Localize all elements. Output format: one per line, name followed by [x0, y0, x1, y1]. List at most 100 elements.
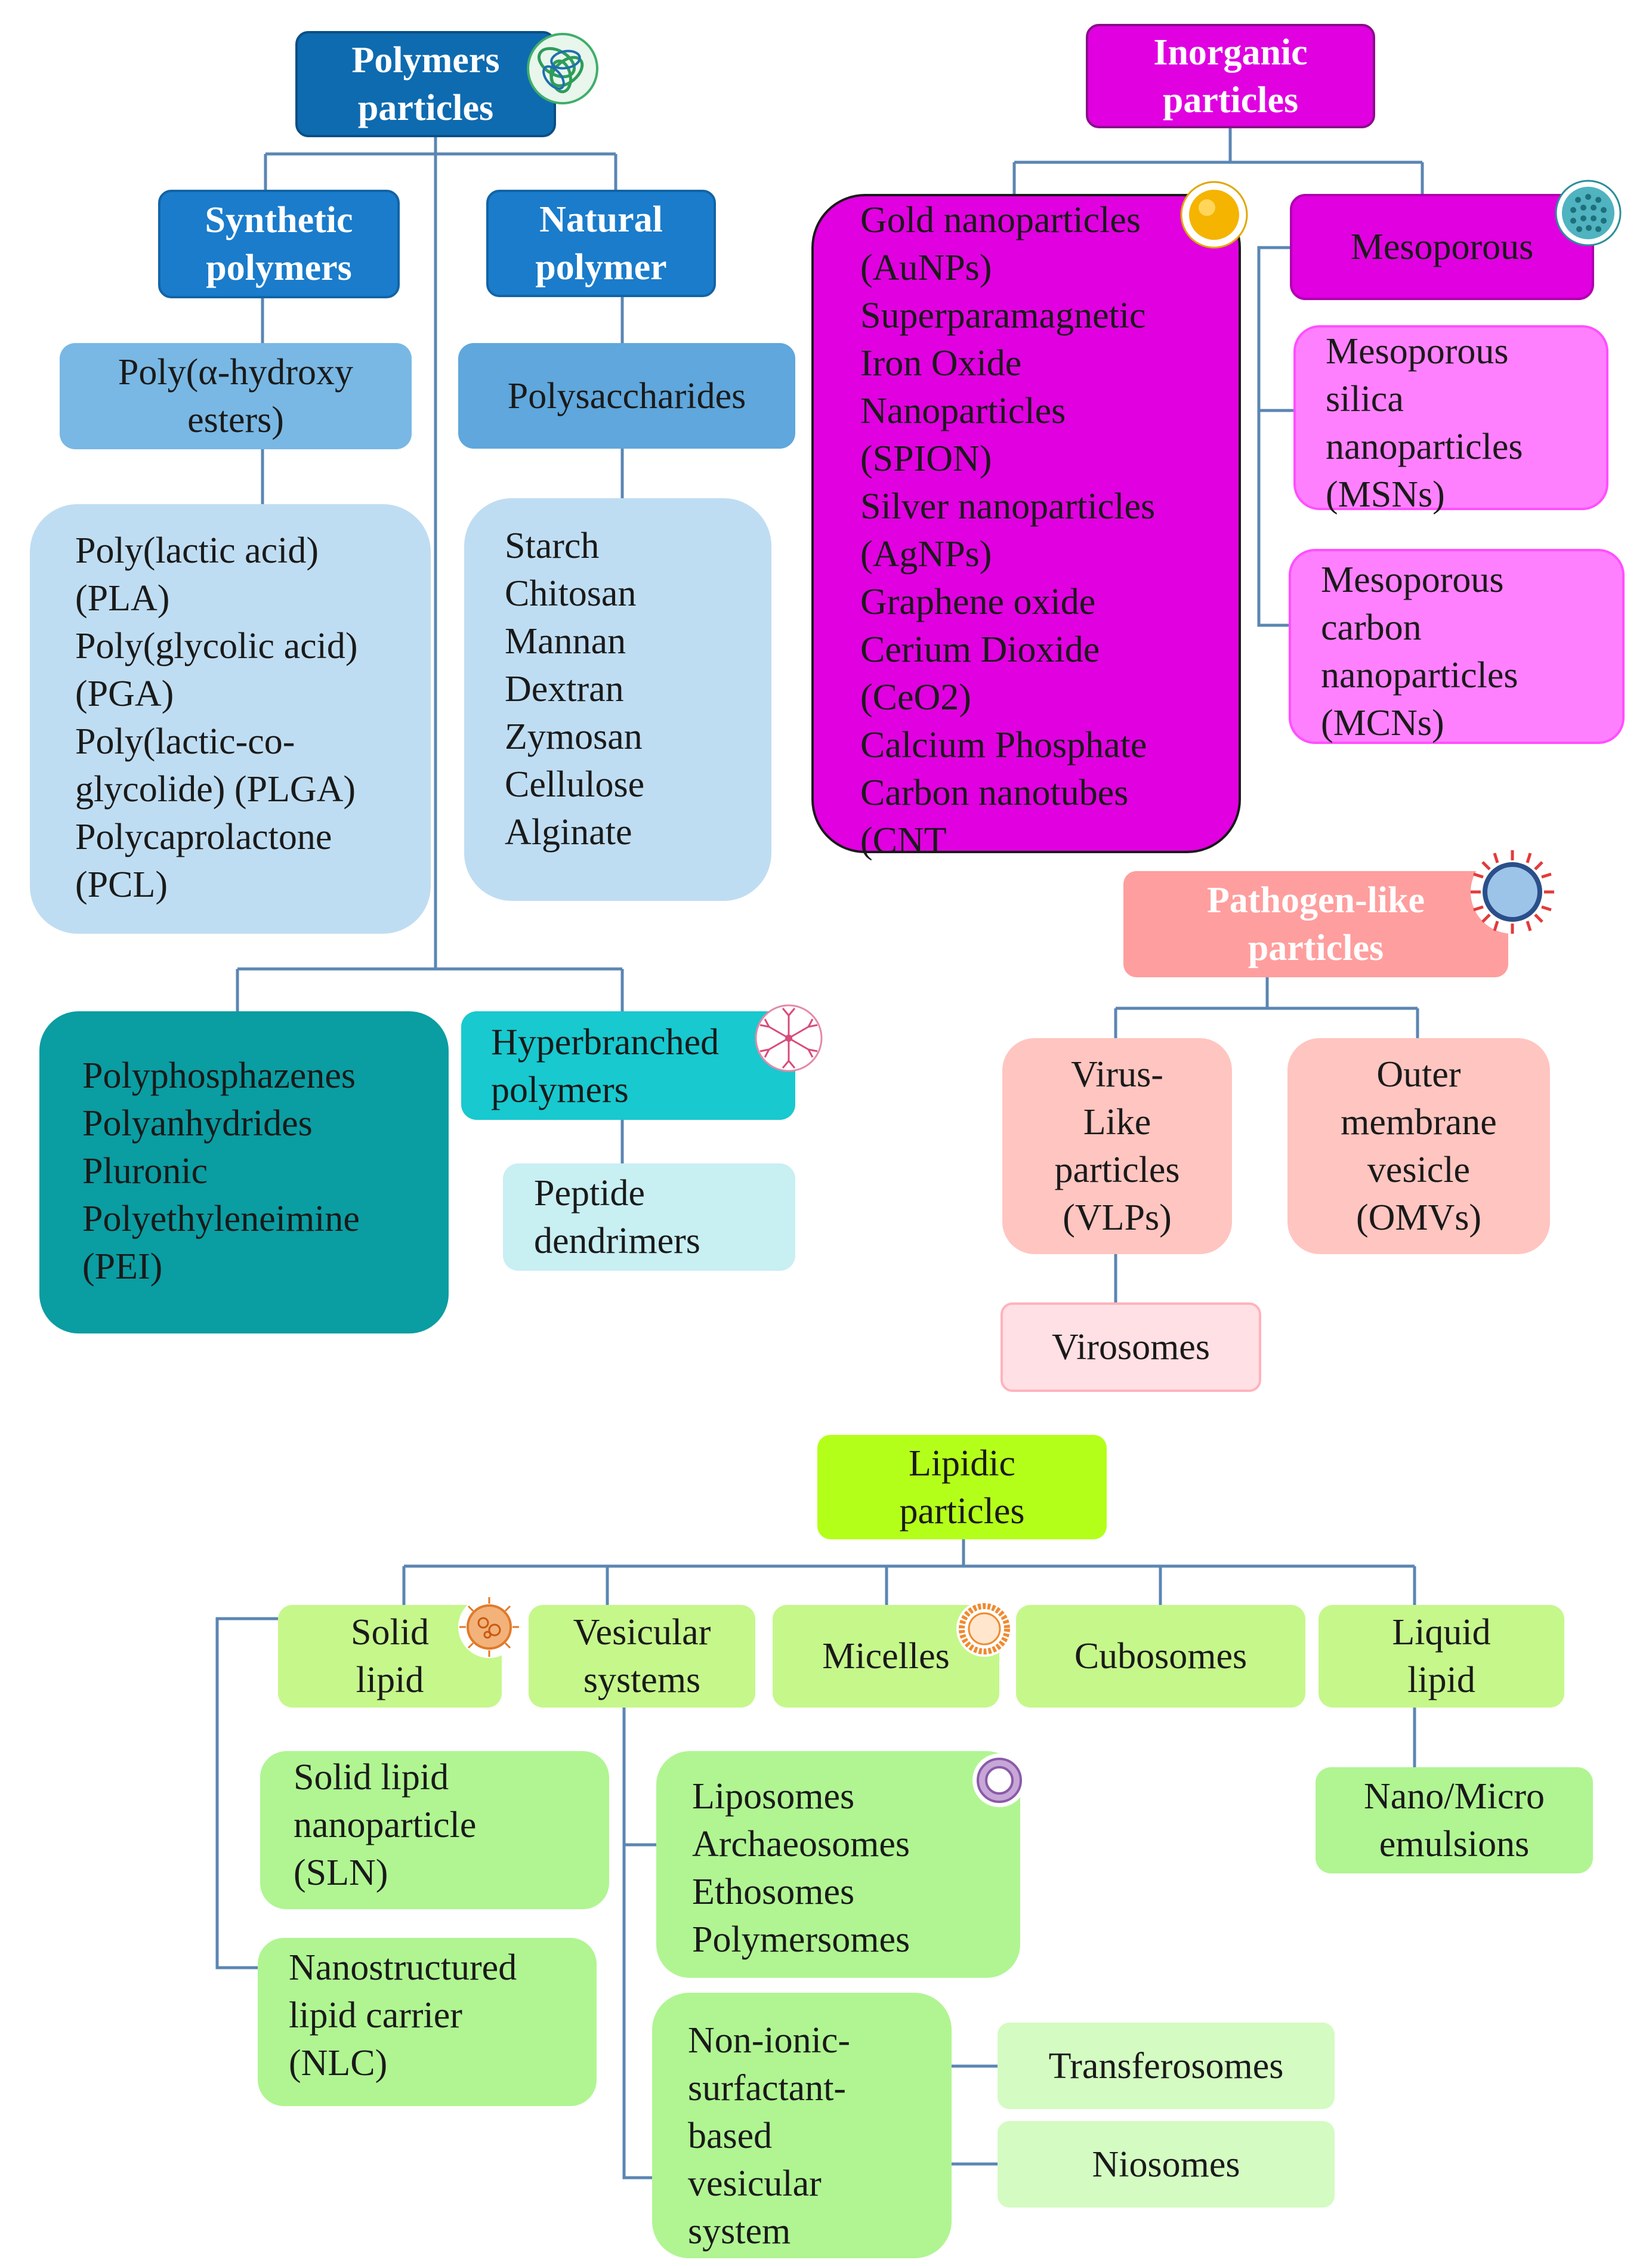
polymers-particles-header: Polymers particles: [295, 31, 556, 137]
list-item: Poly(glycolic acid): [75, 626, 358, 666]
list-item: Liposomes: [692, 1776, 855, 1817]
dendrimer-icon: [755, 1004, 823, 1072]
omv-line1: Outer: [1376, 1054, 1461, 1095]
virus-like-particles-box: Virus- Like particles (VLPs): [1002, 1038, 1232, 1254]
msn-line3: nanoparticles: [1326, 427, 1523, 467]
list-item: (SPION): [860, 439, 992, 479]
mcn-line4: (MCNs): [1321, 703, 1444, 743]
list-item: (CNT: [860, 820, 947, 861]
list-item: Graphene oxide: [860, 582, 1096, 622]
liposomes-list-box: Liposomes Archaeosomes Ethosomes Polymer…: [656, 1751, 1020, 1978]
mesoporous-box: Mesoporous: [1290, 194, 1594, 300]
list-item: Cellulose: [505, 764, 645, 805]
solid-lipid-line1: Solid: [351, 1612, 429, 1653]
nonionic-line3: based: [688, 2116, 773, 2156]
poly-hydroxy-esters-box: Poly(α-hydroxy esters): [60, 343, 412, 449]
gold-nanoparticle-icon: [1180, 181, 1248, 249]
nonionic-line2: surfactant-: [688, 2068, 847, 2108]
vlp-line1: Virus-: [1071, 1054, 1163, 1095]
outer-membrane-vesicle-box: Outer membrane vesicle (OMVs): [1287, 1038, 1550, 1254]
hyperbranched-line2: polymers: [491, 1070, 629, 1110]
mesoporous-carbon-box: Mesoporous carbon nanoparticles (MCNs): [1289, 549, 1625, 744]
inorganic-title-line2: particles: [1162, 79, 1299, 121]
transferosomes-box: Transferosomes: [998, 2023, 1335, 2109]
nlc-line3: (NLC): [289, 2043, 388, 2083]
vesicular-line1: Vesicular: [573, 1612, 711, 1653]
list-item: Polycaprolactone: [75, 817, 332, 857]
list-item: Cerium Dioxide: [860, 629, 1100, 670]
list-item: Silver nanoparticles: [860, 486, 1156, 527]
poly-hydroxy-esters-list: Poly(lactic acid) (PLA) Poly(glycolic ac…: [30, 504, 431, 934]
micelle-icon: [956, 1601, 1012, 1657]
virus-icon: [1471, 850, 1554, 934]
msn-line1: Mesoporous: [1326, 331, 1509, 372]
vesicular-systems-box: Vesicular systems: [529, 1605, 755, 1708]
list-item: Polyanhydrides: [82, 1103, 313, 1144]
polysaccharides-label: Polysaccharides: [507, 375, 746, 416]
inorganic-title-line1: Inorganic: [1153, 32, 1308, 73]
vesicular-line2: systems: [583, 1660, 701, 1700]
nonionic-line5: system: [688, 2211, 791, 2252]
solid-lipid-line2: lipid: [356, 1660, 424, 1700]
emulsions-line2: emulsions: [1379, 1824, 1530, 1864]
emulsions-line1: Nano/Micro: [1363, 1776, 1545, 1817]
list-item: (PEI): [82, 1246, 163, 1287]
nlc-line1: Nanostructured: [289, 1947, 517, 1988]
hydroxy-line1: Poly(α-hydroxy: [118, 352, 354, 393]
niosomes-box: Niosomes: [998, 2121, 1335, 2208]
solid-lipid-nanoparticle-icon: [458, 1596, 520, 1658]
polysaccharide-list: Starch Chitosan Mannan Dextran Zymosan C…: [464, 498, 771, 901]
list-item: Archaeosomes: [692, 1824, 910, 1864]
omv-line3: vesicle: [1367, 1150, 1471, 1190]
list-item: (PGA): [75, 674, 174, 714]
nano-micro-emulsions-box: Nano/Micro emulsions: [1316, 1767, 1593, 1873]
list-item: Calcium Phosphate: [860, 725, 1147, 765]
lipidic-title-line1: Lipidic: [908, 1443, 1016, 1484]
list-item: Polyethyleneimine: [82, 1199, 360, 1239]
omv-line2: membrane: [1341, 1102, 1497, 1143]
liquid-lipid-line2: lipid: [1407, 1660, 1475, 1700]
other-polymers-list: Polyphosphazenes Polyanhydrides Pluronic…: [39, 1011, 449, 1333]
mesoporous-silica-box: Mesoporous silica nanoparticles (MSNs): [1293, 325, 1608, 515]
list-item: Nanoparticles: [860, 391, 1066, 431]
nlc-box: Nanostructured lipid carrier (NLC): [258, 1938, 597, 2106]
list-item: (PCL): [75, 865, 168, 905]
lipidic-title-line2: particles: [899, 1490, 1025, 1532]
mcn-line1: Mesoporous: [1321, 560, 1504, 600]
list-item: Gold nanoparticles: [860, 200, 1141, 240]
sln-line1: Solid lipid: [294, 1757, 449, 1798]
dendrimers-line1: Peptide: [534, 1173, 645, 1214]
pathogen-title-line1: Pathogen-like: [1206, 880, 1425, 921]
msn-line2: silica: [1326, 379, 1404, 419]
hyperbranched-line1: Hyperbranched: [491, 1022, 720, 1063]
list-item: Carbon nanotubes: [860, 773, 1129, 813]
virosomes-label: Virosomes: [1052, 1327, 1210, 1367]
mcn-line2: carbon: [1321, 607, 1422, 648]
vlp-line4: (VLPs): [1063, 1197, 1172, 1238]
pathogen-like-particles-header: Pathogen-like particles: [1123, 871, 1508, 977]
list-item: Zymosan: [505, 717, 643, 757]
mesoporous-label: Mesoporous: [1350, 227, 1534, 267]
list-item: (AgNPs): [860, 534, 992, 575]
list-item: Starch: [505, 526, 600, 566]
natural-line2: polymer: [535, 247, 667, 288]
nlc-line2: lipid carrier: [289, 1995, 462, 2036]
list-item: (AuNPs): [860, 248, 992, 288]
polymers-title-line1: Polymers: [351, 40, 500, 81]
mcn-line3: nanoparticles: [1321, 655, 1518, 696]
list-item: Ethosomes: [692, 1872, 855, 1912]
list-item: Poly(lactic acid): [75, 530, 319, 571]
list-item: Polymersomes: [692, 1919, 910, 1960]
list-item: (CeO2): [860, 677, 971, 718]
vlp-line2: Like: [1083, 1102, 1151, 1143]
list-item: (PLA): [75, 578, 170, 619]
nonionic-line4: vesicular: [688, 2163, 822, 2204]
liquid-lipid-line1: Liquid: [1392, 1612, 1491, 1653]
list-item: Chitosan: [505, 573, 637, 614]
synthetic-polymers-header: Synthetic polymers: [158, 190, 400, 298]
mesoporous-sphere-icon: [1555, 180, 1622, 246]
micelles-label: Micelles: [822, 1636, 950, 1677]
lipidic-particles-header: Lipidic particles: [817, 1435, 1107, 1539]
list-item: glycolide) (PLGA): [75, 769, 356, 810]
hydroxy-line2: esters): [187, 400, 284, 440]
